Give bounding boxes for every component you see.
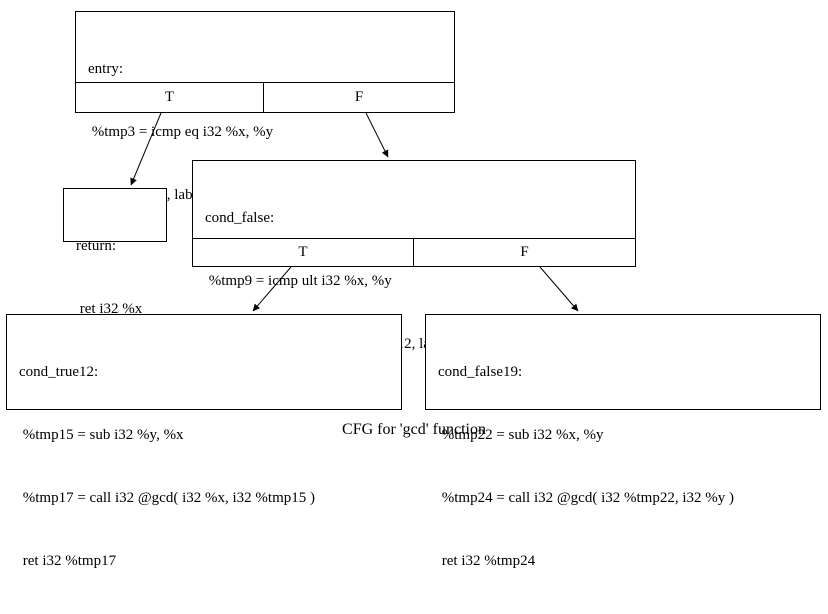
basic-block-label: return:	[76, 238, 116, 254]
node-entry-port-true: T	[76, 83, 264, 112]
node-cond_true12: cond_true12: %tmp15 = sub i32 %y, %x %tm…	[6, 314, 402, 569]
ir-line: %tmp9 = icmp ult i32 %x, %y	[205, 273, 392, 289]
node-entry-ports: T F	[76, 82, 454, 112]
ir-line: ret i32 %tmp24	[438, 553, 536, 569]
node-entry-code: entry: %tmp3 = icmp eq i32 %x, %y br i1 …	[76, 12, 454, 203]
basic-block-label: cond_false:	[205, 210, 275, 226]
node-entry-port-false: F	[354, 89, 364, 105]
ir-line: %tmp17 = call i32 @gcd( i32 %x, i32 %tmp…	[19, 490, 315, 506]
ir-line: %tmp22 = sub i32 %x, %y	[438, 427, 604, 443]
ir-line: ret i32 %tmp17	[19, 553, 117, 569]
node-cond_false-port-true: T	[193, 239, 414, 266]
basic-block-label: entry:	[88, 61, 123, 77]
ir-line: ret i32 %x	[76, 301, 143, 317]
node-cond_false19-code: cond_false19: %tmp22 = sub i32 %x, %y %t…	[426, 315, 820, 614]
graph-title: CFG for 'gcd' function	[342, 421, 486, 438]
node-cond_false-code: cond_false: %tmp9 = icmp ult i32 %x, %y …	[193, 161, 635, 352]
node-entry: entry: %tmp3 = icmp eq i32 %x, %y br i1 …	[75, 11, 455, 203]
ir-line: %tmp24 = call i32 @gcd( i32 %tmp22, i32 …	[438, 490, 734, 506]
node-cond_false-ports: T F	[193, 238, 635, 266]
node-cond_false19: cond_false19: %tmp22 = sub i32 %x, %y %t…	[425, 314, 821, 569]
ir-line: %tmp3 = icmp eq i32 %x, %y	[88, 124, 274, 140]
node-cond_true12-code: cond_true12: %tmp15 = sub i32 %y, %x %tm…	[7, 315, 401, 614]
ir-line: %tmp15 = sub i32 %y, %x	[19, 427, 184, 443]
cfg-canvas: entry: %tmp3 = icmp eq i32 %x, %y br i1 …	[6, 11, 821, 569]
basic-block-label: cond_true12:	[19, 364, 99, 380]
node-return: return: ret i32 %x	[63, 188, 167, 317]
node-cond_false: cond_false: %tmp9 = icmp ult i32 %x, %y …	[192, 160, 636, 352]
basic-block-label: cond_false19:	[438, 364, 523, 380]
node-cond_false-port-false: F	[520, 244, 529, 260]
node-return-code: return: ret i32 %x	[64, 189, 166, 362]
